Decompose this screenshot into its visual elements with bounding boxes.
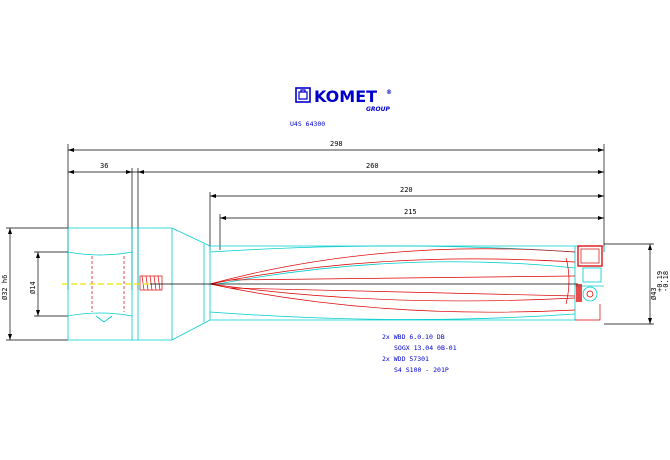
logo-group: GROUP [366, 106, 391, 113]
logo-brand: KOMET [314, 87, 377, 106]
screw-thread [141, 275, 161, 291]
part-number: U4S 64300 [290, 120, 325, 128]
flute-line-2 [209, 311, 576, 320]
shank-top-edge [68, 227, 604, 247]
dim-text-298: 298 [330, 140, 343, 148]
insert-holder [582, 267, 602, 283]
spec-line-3: 2x WDD 57301 [382, 355, 429, 363]
dimension-lines [6, 144, 654, 341]
channel-lower-1 [209, 283, 576, 313]
shank-bottom-edge [68, 319, 575, 341]
komet-logo: KOMET ® GROUP [295, 87, 392, 113]
spec-line-4: S4 S100 - 201P [394, 366, 449, 374]
dim-text-bore: Ø14 [29, 281, 37, 294]
spec-list: 2x WBD 6.0.10 DB SOGX 13.04 0B-01 2x WDD… [382, 333, 457, 374]
logo-registered-mark: ® [386, 89, 392, 96]
cutting-inserts [576, 245, 603, 302]
channel-center-2 [229, 287, 576, 297]
insert-upper-inner [580, 248, 600, 264]
logo-square-icon [295, 87, 311, 103]
coolant-channels [91, 248, 601, 321]
logo-emblem-icon [298, 89, 308, 100]
spec-line-1: 2x WBD 6.0.10 DB [382, 333, 445, 341]
flute-line-3 [217, 261, 576, 285]
dim-text-36: 36 [100, 162, 108, 170]
dim-text-shank-diameter: Ø32 h6 [1, 275, 9, 300]
channel-upper-2 [209, 258, 576, 285]
channel-lower-2 [209, 283, 576, 302]
insert-pocket-arc [565, 257, 570, 305]
dim-text-220: 220 [400, 186, 413, 194]
dim-text-tol-upper: +0.19 [656, 271, 664, 292]
bore-bottom [67, 312, 133, 317]
dim-text-tol-lower: -0.18 [662, 271, 670, 292]
dim-text-260: 260 [366, 162, 379, 170]
insert-pocket-bottom [575, 304, 601, 321]
channel-center-1 [229, 275, 576, 281]
clamp-screw [139, 275, 163, 291]
insert-upper [577, 245, 603, 267]
dim-text-drill-diameter: Ø43 [650, 287, 658, 300]
insert-lower [576, 284, 582, 302]
insert-screw-center-icon [586, 290, 594, 298]
channel-upper-1 [209, 248, 576, 285]
dimension-arrows [8, 148, 652, 340]
insert-screw-icon [582, 286, 598, 302]
bore-top [67, 251, 133, 256]
bore-notch [95, 315, 113, 323]
spec-line-2: SOGX 13.04 0B-01 [394, 344, 457, 352]
dim-text-215: 215 [404, 208, 417, 216]
tool-outline [67, 227, 605, 341]
